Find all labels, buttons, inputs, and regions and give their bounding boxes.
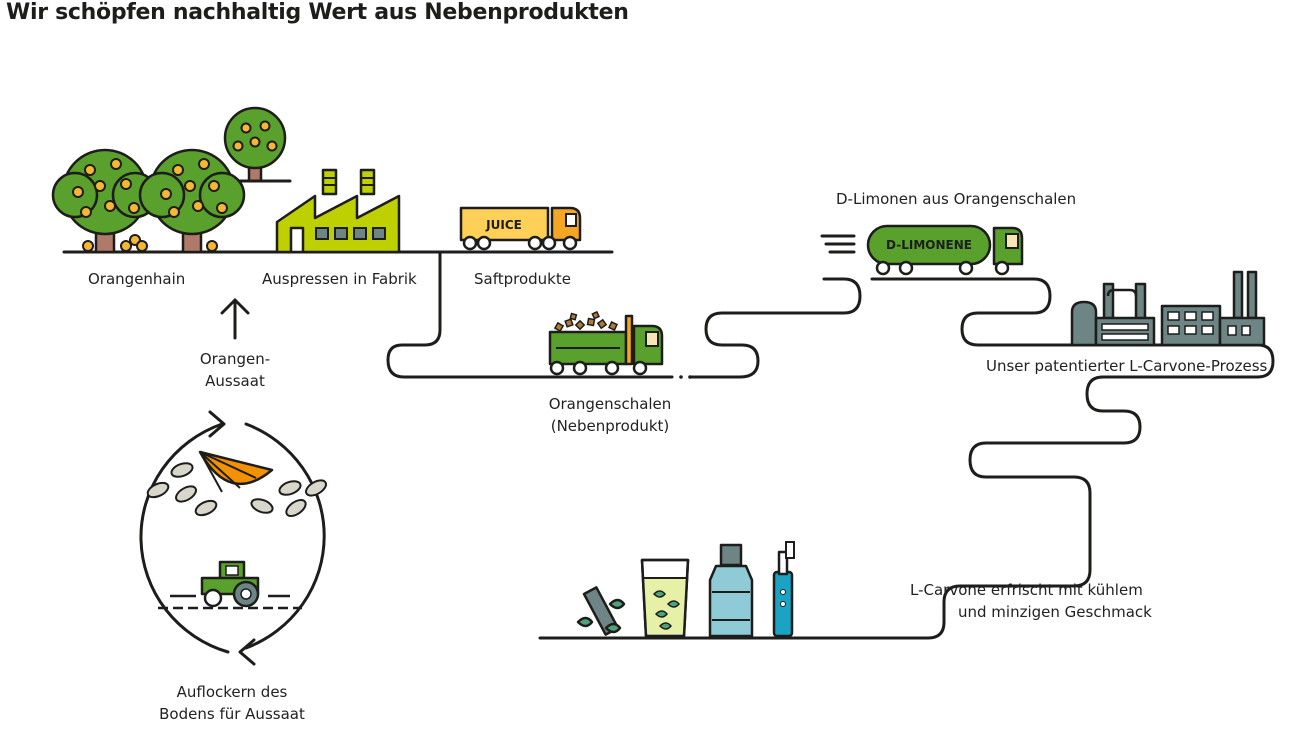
path-dot (688, 375, 692, 379)
label-boden-auflockern: Auflockern des Bodens für Aussaat (140, 681, 324, 725)
peel-truck-illustration (548, 310, 664, 376)
limonene-truck-text: D-LIMONENE (886, 238, 972, 252)
label-orangenschalen-line2: (Nebenprodukt) (550, 417, 670, 435)
label-orangen-aussaat: Orangen- Aussaat (185, 348, 285, 392)
label-boden-line1: Auflockern des (176, 683, 288, 701)
path-dot (679, 375, 683, 379)
page-title: Wir schöpfen nachhaltig Wert aus Nebenpr… (6, 0, 629, 25)
products-illustration (576, 541, 795, 638)
orange-grove-illustration (51, 106, 292, 254)
cycle-arrow-left-icon (139, 422, 230, 654)
label-orangenschalen: Orangenschalen (Nebenprodukt) (540, 393, 680, 437)
label-orangenhain: Orangenhain (88, 270, 186, 288)
arrow-up-head-icon (220, 298, 250, 315)
factory-illustration (275, 168, 401, 254)
sowing-cycle-illustration (139, 298, 327, 666)
cycle-arrow-right-icon (244, 422, 326, 650)
label-orangenschalen-line1: Orangenschalen (548, 395, 672, 413)
juice-truck-illustration: JUICE (459, 206, 582, 251)
label-aussaat-line1: Orangen- (199, 350, 271, 368)
limonene-tanker-illustration: D-LIMONENE (820, 224, 1024, 276)
carvone-plant-illustration (1070, 270, 1266, 347)
label-l-carvone-line2: und minzigen Geschmack (958, 603, 1152, 621)
label-l-carvone-geschmack: L-Carvone erfrischt mit kühlem und minzi… (896, 579, 1152, 623)
label-l-carvone-prozess: Unser patentierter L-Carvone-Prozess (986, 357, 1268, 375)
process-path-right (538, 277, 1275, 640)
juice-truck-text: JUICE (485, 218, 522, 232)
label-aussaat-line2: Aussaat (205, 372, 265, 390)
label-auspressen: Auspressen in Fabrik (262, 270, 417, 288)
label-boden-line2: Bodens für Aussaat (159, 705, 305, 723)
label-saftprodukte: Saftprodukte (474, 270, 571, 288)
label-l-carvone-line1: L-Carvone erfrischt mit kühlem (910, 581, 1143, 599)
label-d-limonen: D-Limonen aus Orangenschalen (836, 190, 1077, 208)
